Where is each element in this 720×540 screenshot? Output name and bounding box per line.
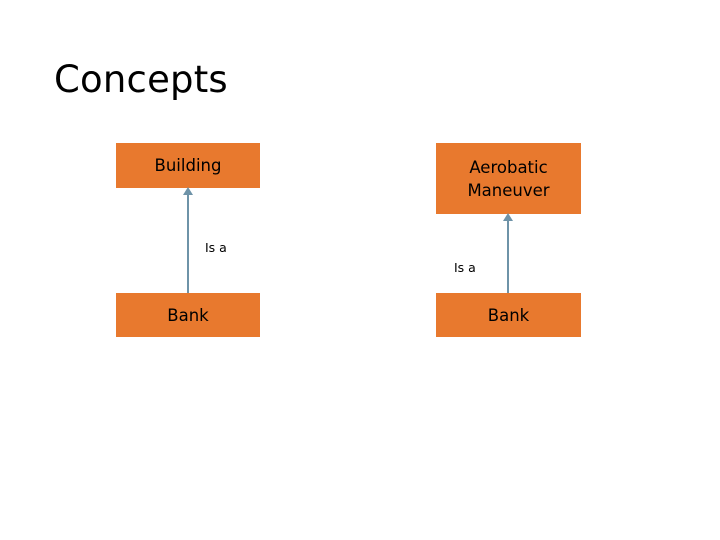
connector-line — [507, 220, 509, 294]
arrowhead-up-icon — [183, 187, 193, 195]
concept-box-aerobatic-maneuver-label-line1: Aerobatic — [469, 157, 548, 177]
connector-bank-to-building[interactable] — [181, 187, 195, 294]
edge-label-is-a-left: Is a — [205, 240, 227, 255]
concept-box-bank-right[interactable]: Bank — [436, 293, 581, 337]
concept-box-aerobatic-maneuver-label-line2: Maneuver — [467, 180, 550, 200]
connector-line — [187, 194, 189, 294]
connector-bank-to-aerobatic-maneuver[interactable] — [501, 213, 515, 294]
concept-box-bank-left-label: Bank — [167, 305, 209, 325]
concept-box-building[interactable]: Building — [116, 143, 260, 188]
page-title: Concepts — [54, 58, 228, 101]
concept-box-building-label: Building — [154, 156, 222, 175]
arrowhead-up-icon — [503, 213, 513, 221]
concept-box-bank-left[interactable]: Bank — [116, 293, 260, 337]
edge-label-is-a-right: Is a — [454, 260, 476, 275]
concept-box-bank-right-label: Bank — [487, 305, 530, 325]
